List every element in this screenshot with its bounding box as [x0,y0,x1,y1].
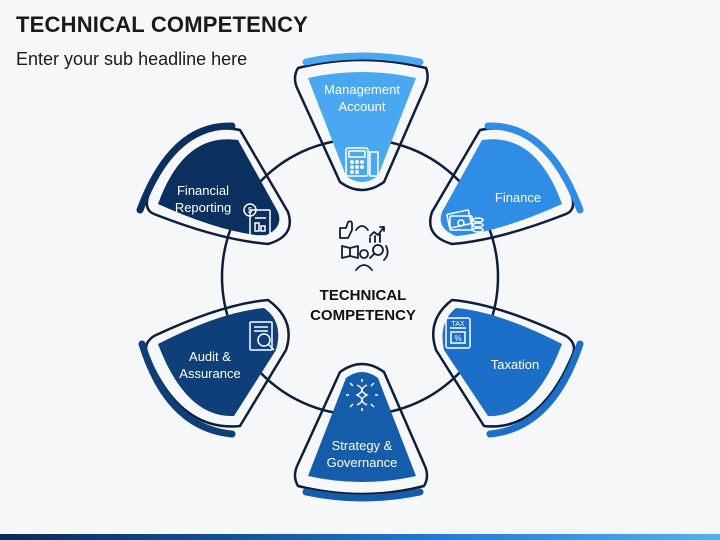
segment-label-audit-2: Assurance [179,366,240,381]
slide-subtitle: Enter your sub headline here [16,49,248,69]
svg-text:TAX: TAX [451,321,464,328]
technical-competency-icon [339,220,389,271]
money-icon [446,209,484,233]
segment-label-management-2: Account [339,99,386,114]
segment-label-taxation: Taxation [491,357,539,372]
segment-label-strategy-2: Governance [327,455,398,470]
center-title-line2: COMPETENCY [310,307,416,324]
strategy-icon [346,379,378,411]
segment-management-account: Management Account [293,52,429,192]
segment-label-management-1: Management [324,82,400,97]
segment-label-audit-1: Audit & [189,349,231,364]
report-icon: $ [243,203,271,237]
segment-label-strategy-1: Strategy & [332,438,393,453]
segment-audit-assurance: Audit & Assurance [138,298,290,438]
svg-text:%: % [454,334,461,343]
slide-title: TECHNICAL COMPETENCY [16,12,309,37]
calculator-icon [345,147,379,177]
segment-finance: Finance [429,122,584,246]
segment-label-finance: Finance [495,190,541,205]
audit-icon [249,321,275,351]
segment-label-reporting-1: Financial [177,183,229,198]
tax-icon: TAX % [445,317,471,349]
segment-strategy-governance: Strategy & Governance [293,362,429,502]
bottom-accent-bar [0,534,720,540]
segment-financial-reporting: Financial Reporting $ [136,122,291,246]
center-title-line1: TECHNICAL [320,287,407,304]
segment-label-reporting-2: Reporting [175,200,231,215]
segment-taxation: Taxation TAX % [432,298,584,438]
